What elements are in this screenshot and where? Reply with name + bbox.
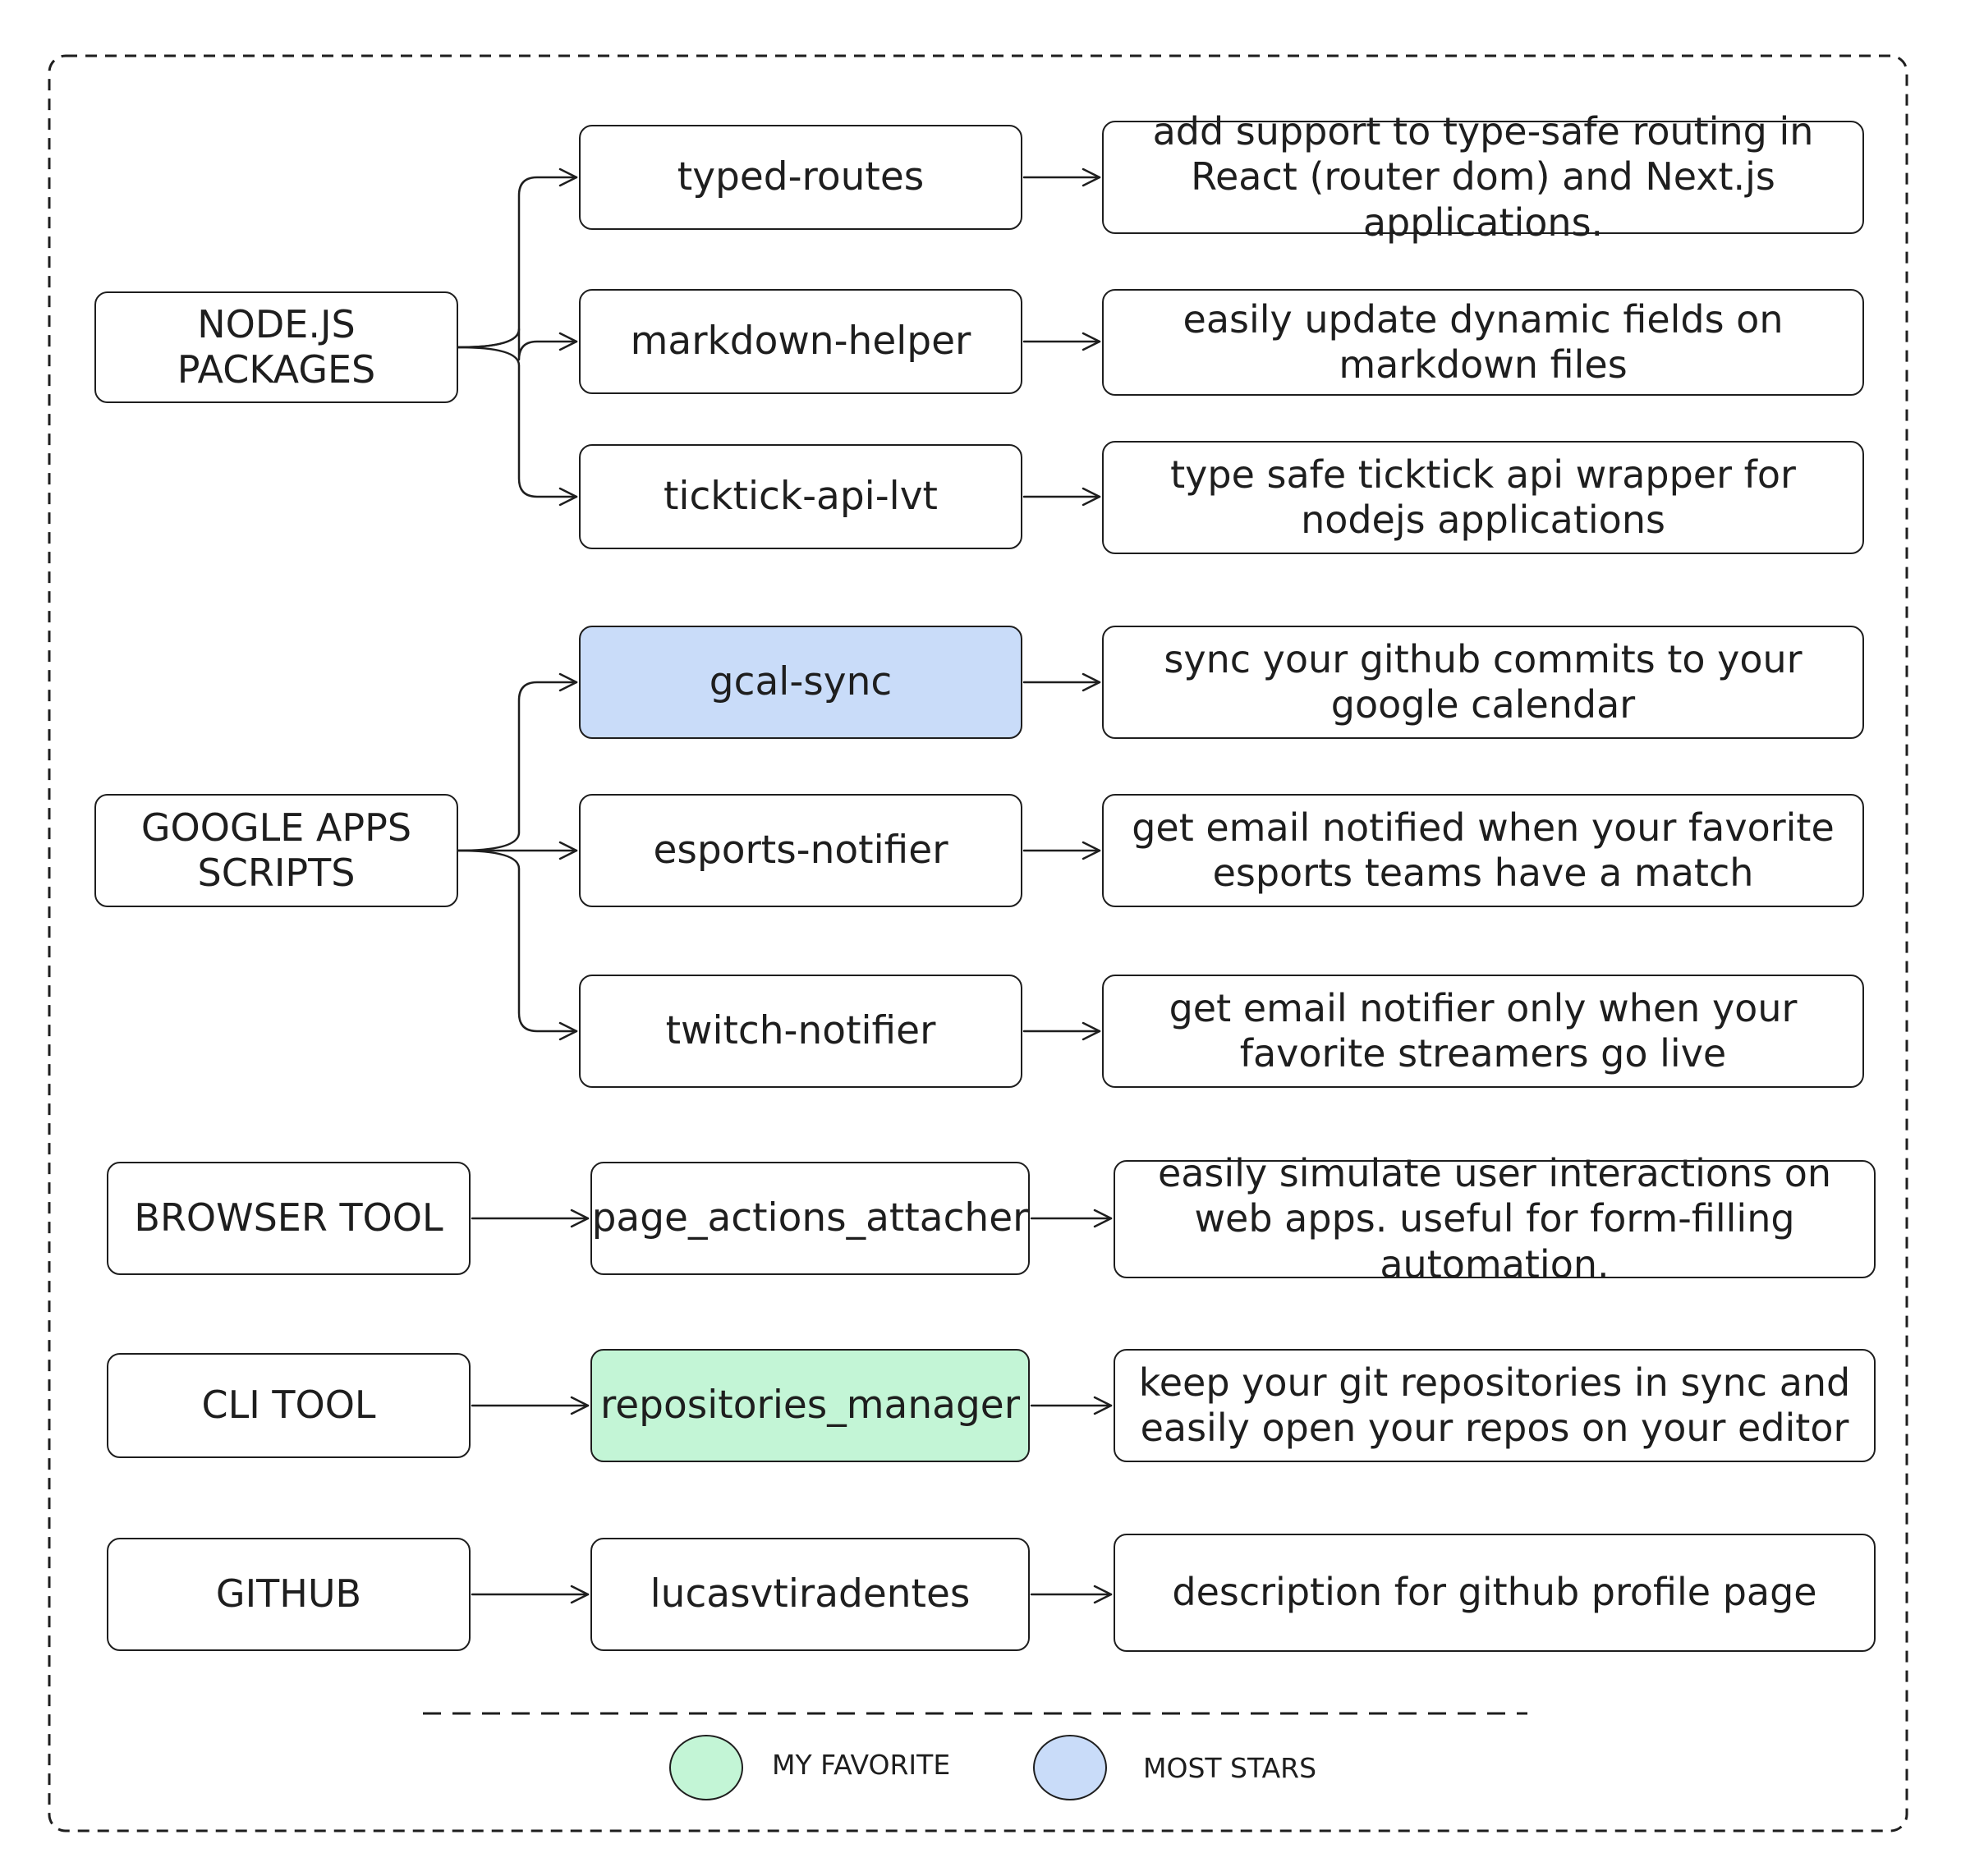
package-box: esports-notifier: [579, 794, 1022, 907]
category-connector: [457, 328, 578, 361]
description-box: description for github profile page: [1114, 1534, 1876, 1652]
description-box: easily simulate user interactions on web…: [1114, 1151, 1876, 1287]
description-box: add support to type-safe routing in Reac…: [1102, 109, 1864, 245]
package-box: lucasvtiradentes: [590, 1538, 1030, 1651]
legend-most-stars-swatch: [1033, 1735, 1107, 1800]
description-box: sync your github commits to your google …: [1102, 626, 1864, 739]
category-box: GITHUB: [107, 1538, 471, 1651]
category-connector: [457, 346, 578, 507]
description-box: type safe ticktick api wrapper for nodej…: [1102, 441, 1864, 554]
legend-my-favorite-swatch: [669, 1735, 743, 1800]
package-box: repositories_manager: [590, 1349, 1030, 1462]
category-box: GOOGLE APPS SCRIPTS: [94, 794, 458, 907]
category-connector: [457, 849, 578, 1041]
description-box: easily update dynamic fields on markdown…: [1102, 289, 1864, 396]
category-box: CLI TOOL: [107, 1353, 471, 1458]
package-box: markdown-helper: [579, 289, 1022, 394]
legend-most-stars-label: MOST STARS: [1143, 1752, 1317, 1784]
package-box: ticktick-api-lvt: [579, 444, 1022, 549]
description-box: get email notified when your favorite es…: [1102, 794, 1864, 907]
package-box: twitch-notifier: [579, 975, 1022, 1088]
package-box: page_actions_attacher: [590, 1162, 1030, 1275]
legend-my-favorite-label: MY FAVORITE: [772, 1749, 951, 1781]
outer-frame: [48, 54, 1908, 1832]
category-box: NODE.JS PACKAGES: [94, 291, 458, 403]
description-box: get email notifier only when your favori…: [1102, 975, 1864, 1088]
description-box: keep your git repositories in sync and e…: [1114, 1349, 1876, 1462]
category-connector: [457, 672, 578, 852]
category-connector: [457, 167, 578, 349]
package-box: typed-routes: [579, 125, 1022, 230]
package-box: gcal-sync: [579, 626, 1022, 739]
category-box: BROWSER TOOL: [107, 1162, 471, 1275]
